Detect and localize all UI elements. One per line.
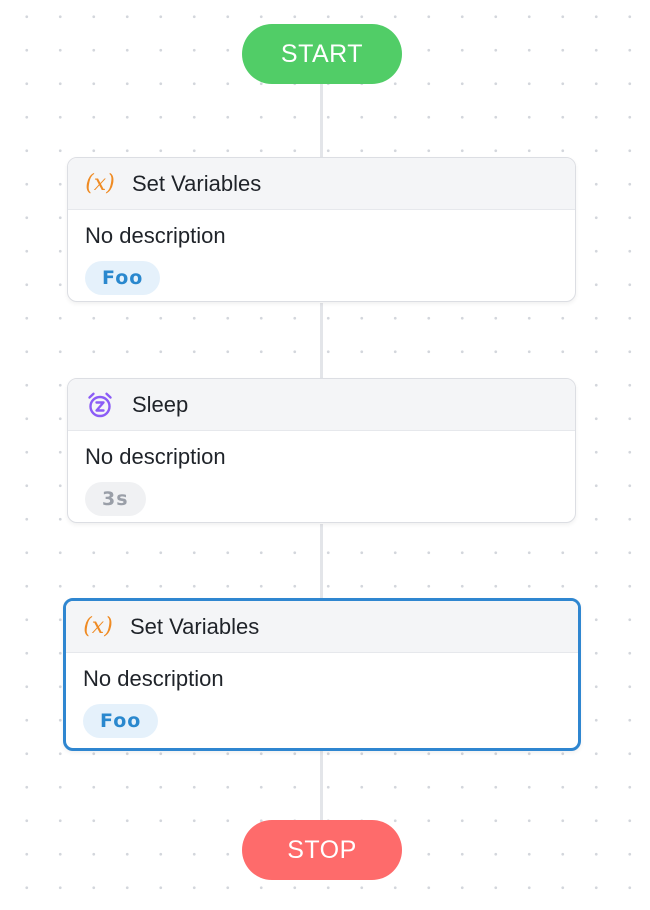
node-description: No description: [85, 223, 226, 248]
node-header: (x) Set Variables: [66, 601, 578, 653]
node-tag: Foo: [85, 261, 161, 295]
alarm-clock-icon: [85, 390, 115, 420]
node-tag: 3s: [85, 482, 146, 516]
node-title: Sleep: [132, 391, 189, 417]
node-header: (x) Set Variables: [68, 158, 575, 210]
start-node[interactable]: START: [242, 24, 402, 84]
set-variables-node[interactable]: (x) Set Variables No description Foo: [67, 157, 576, 302]
variable-icon: (x): [85, 171, 115, 196]
sleep-node[interactable]: Sleep No description 3s: [67, 378, 576, 523]
node-title: Set Variables: [132, 170, 262, 196]
variable-icon: (x): [83, 614, 113, 639]
set-variables-node-selected[interactable]: (x) Set Variables No description Foo: [63, 598, 581, 751]
connector-line: [320, 750, 323, 821]
node-title: Set Variables: [130, 613, 260, 639]
node-tag: Foo: [83, 704, 159, 738]
node-description: No description: [83, 666, 224, 691]
stop-node[interactable]: STOP: [242, 820, 402, 880]
connector-line: [320, 524, 323, 599]
node-header: Sleep: [68, 379, 575, 431]
connector-line: [320, 303, 323, 379]
start-label: START: [280, 39, 364, 68]
node-description: No description: [85, 444, 226, 469]
stop-label: STOP: [287, 835, 357, 864]
connector-line: [320, 84, 323, 158]
